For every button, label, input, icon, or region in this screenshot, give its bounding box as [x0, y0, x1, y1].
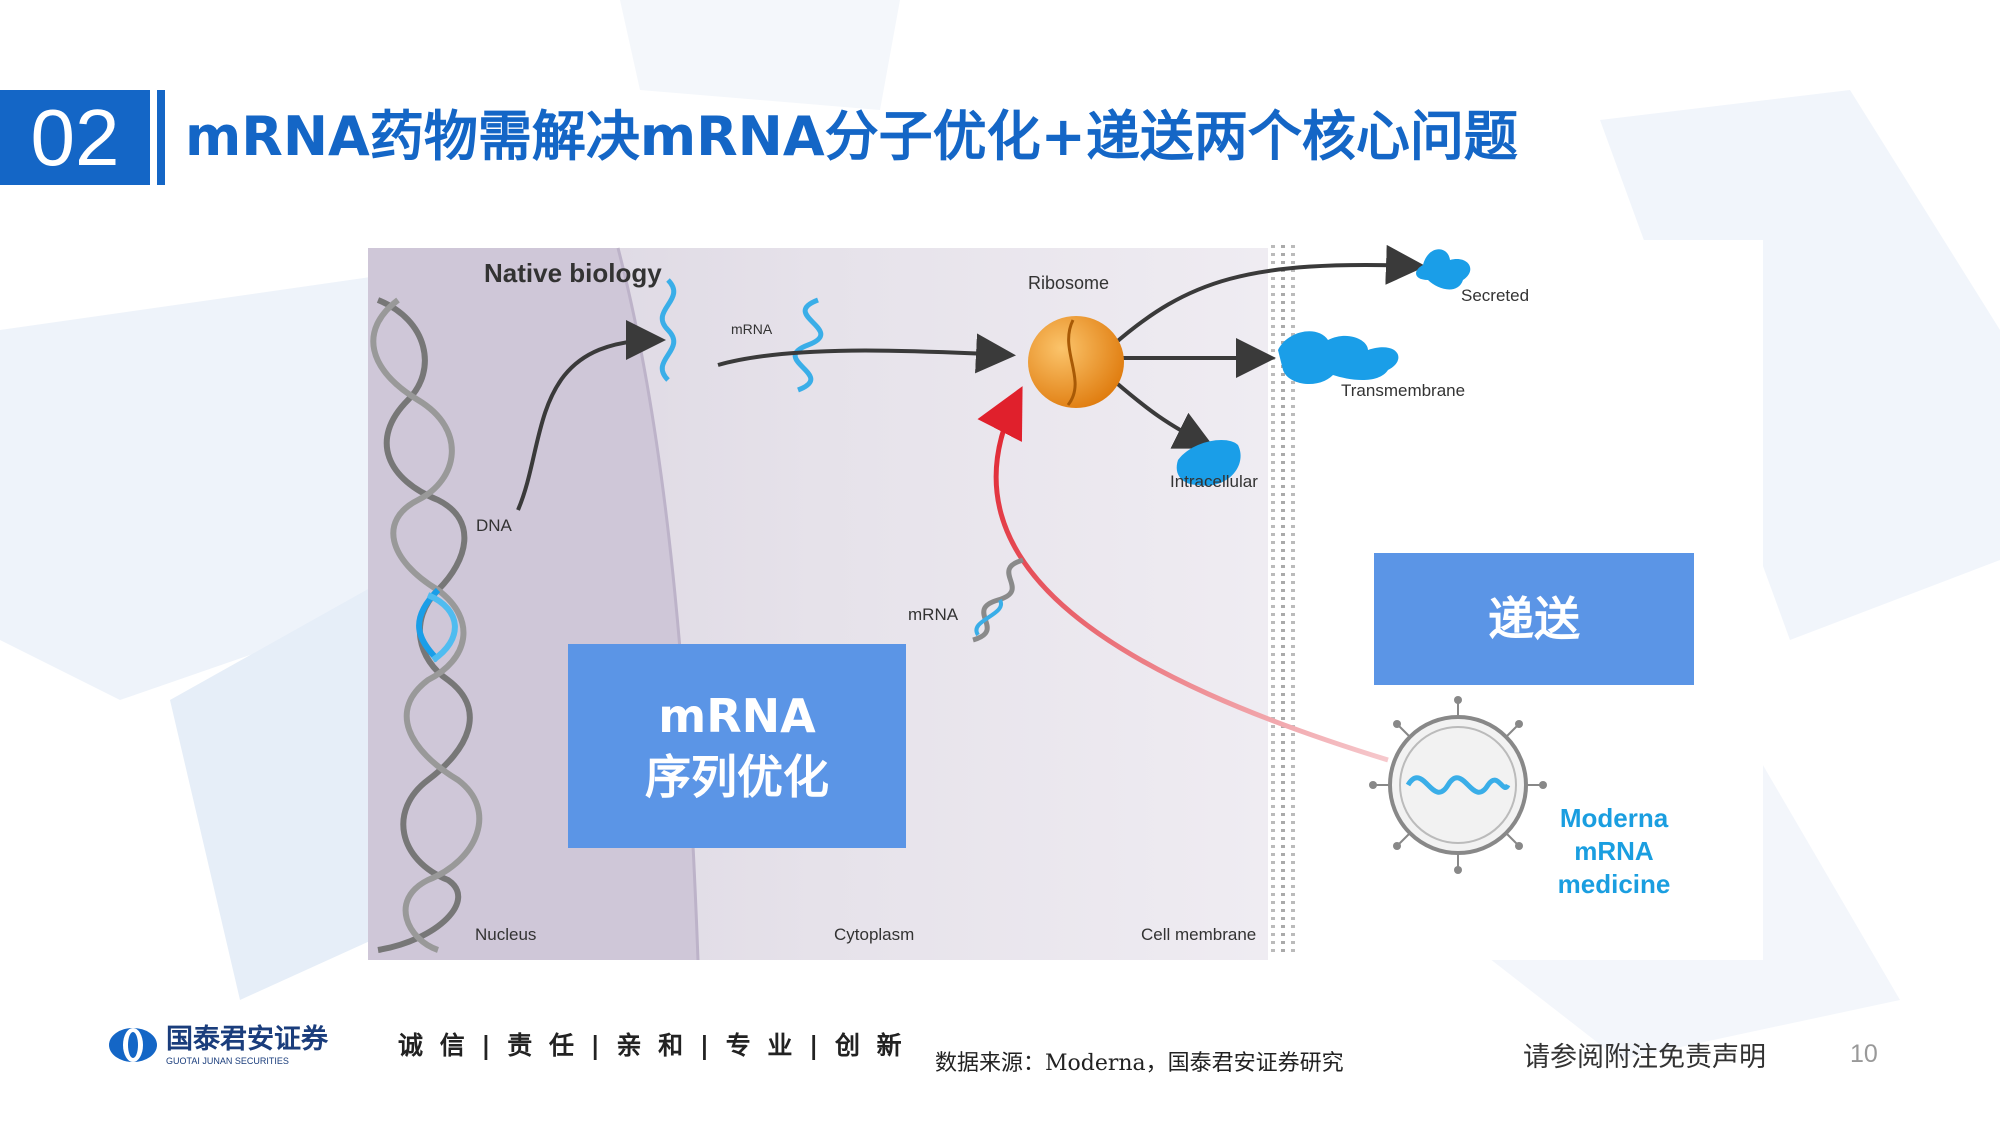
intracellular-label: Intracellular [1170, 472, 1258, 491]
mrna-to-ribosome-arrow [717, 333, 1016, 374]
dna-label: DNA [476, 516, 513, 535]
secreted-label: Secreted [1461, 286, 1529, 305]
dna-helix [370, 297, 483, 953]
transmembrane-label: Transmembrane [1341, 381, 1465, 400]
moderna-label-line3: medicine [1558, 869, 1671, 899]
page-title: mRNA药物需解决mRNA分子优化+递送两个核心问题 [185, 105, 1518, 168]
secreted-protein-icon [1416, 249, 1471, 290]
optimization-box-line1: mRNA [658, 689, 816, 743]
logo-subtext: GUOTAI JUNAN SECURITIES [166, 1056, 289, 1066]
transcription-arrow [516, 320, 666, 511]
mrna-top-label: mRNA [731, 321, 773, 337]
moderna-label-line1: Moderna [1560, 803, 1669, 833]
secreted-arrow [1111, 244, 1426, 347]
delivery-box [1374, 553, 1694, 685]
delivery-box-label: 递送 [1488, 592, 1580, 646]
delivery-arrow [977, 386, 1389, 763]
intracellular-arrow [1111, 378, 1216, 449]
page-number: 10 [1850, 1040, 1878, 1068]
nucleus-label: Nucleus [475, 925, 536, 944]
mrna-strand-top [659, 278, 677, 382]
disclaimer-link[interactable]: 请参阅附注免责声明 [1523, 1042, 1766, 1073]
mrna-biology-diagram: Native biology DNA mRNA Ribosome Secrete… [368, 240, 1763, 960]
sequence-optimization-box [568, 644, 906, 848]
lipid-nanoparticle-icon [1369, 696, 1547, 874]
logo-text: 国泰君安证券 [166, 1023, 329, 1055]
section-divider [157, 90, 165, 185]
company-slogan: 诚 信 | 责 任 | 亲 和 | 专 业 | 创 新 [398, 1031, 906, 1060]
data-source: 数据来源：Moderna，国泰君安证券研究 [935, 1051, 1344, 1076]
optimization-box-line2: 序列优化 [645, 750, 829, 804]
intracellular-protein-icon [1176, 440, 1241, 486]
mrna-strand-delivered [972, 557, 1024, 643]
cytoplasm-label: Cytoplasm [834, 925, 914, 944]
moderna-label-line2: mRNA [1574, 836, 1654, 866]
company-logo: 国泰君安证券 GUOTAI JUNAN SECURITIES [109, 1023, 329, 1066]
mrna-strand-cytoplasm [792, 297, 824, 393]
section-number: 02 [0, 90, 150, 185]
cell-membrane-label: Cell membrane [1141, 925, 1256, 944]
native-biology-heading: Native biology [484, 258, 662, 288]
ribosome-icon [1028, 316, 1124, 408]
transmembrane-protein-icon [1278, 331, 1399, 385]
ribosome-label: Ribosome [1028, 273, 1109, 293]
mrna-mid-label: mRNA [908, 605, 959, 624]
